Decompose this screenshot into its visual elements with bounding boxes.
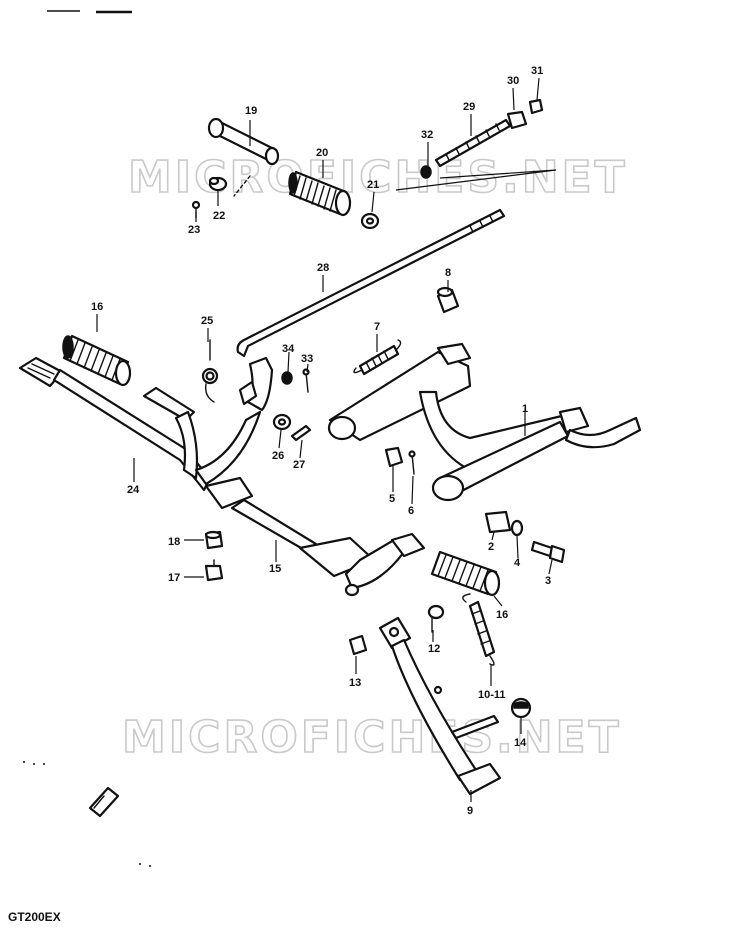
part-12-bolt (427, 604, 445, 633)
leader-lines (96, 77, 553, 802)
callout-labels: 19 20 21 22 23 29 30 31 32 28 8 7 16 25 … (91, 65, 551, 817)
part-22-clip (208, 176, 228, 192)
front-arrow-icon (88, 786, 120, 818)
part-13-nut (348, 634, 368, 656)
part-16-footrest-rubber-right (430, 550, 501, 597)
part-21-washer (360, 212, 380, 230)
part-17-bolt (204, 559, 224, 582)
callout-5: 5 (389, 493, 395, 505)
part-24-brake-pedal (18, 356, 212, 492)
callout-31: 31 (531, 65, 543, 77)
part-10-11-spring (462, 593, 496, 666)
callout-18: 18 (168, 536, 180, 548)
callout-7: 7 (374, 321, 380, 333)
callout-12: 12 (428, 643, 440, 655)
callout-3: 3 (545, 575, 551, 587)
callout-21: 21 (367, 179, 379, 191)
brake-arm (194, 356, 274, 486)
part-31-nut (528, 98, 544, 115)
part-7-spring (353, 339, 402, 376)
part-28-brake-rod (236, 208, 506, 358)
part-9-side-stand (378, 616, 502, 796)
part-34-nut (281, 371, 293, 385)
part-8-cap (436, 286, 460, 314)
part-15-footrest-bar (204, 476, 426, 597)
part-16-footrest-rubber-left (62, 334, 132, 387)
part-3-bolt (530, 540, 566, 564)
callout-32: 32 (421, 129, 433, 141)
callout-14: 14 (514, 737, 527, 749)
part-29-threaded-rod (434, 118, 512, 168)
callout-1: 1 (522, 403, 528, 415)
callout-15: 15 (269, 563, 281, 575)
callout-19: 19 (245, 105, 257, 117)
model-code: GT200EX (8, 910, 61, 924)
part-14-cap (510, 697, 532, 719)
callout-24: 24 (127, 484, 140, 496)
callout-30: 30 (507, 75, 519, 87)
watermark-bottom: MICROFICHES.NET (122, 712, 622, 763)
callout-16-right: 16 (496, 609, 508, 621)
part-2-collar (484, 510, 512, 534)
callout-4: 4 (514, 557, 521, 569)
part-27-bolt (290, 424, 312, 442)
part-33-pin (302, 368, 310, 393)
callout-8: 8 (445, 267, 451, 279)
callout-33: 33 (301, 353, 313, 365)
part-26-washer (272, 413, 292, 431)
callout-34: 34 (282, 343, 295, 355)
part-20-footrest-rubber (288, 170, 352, 217)
header-marks (47, 10, 132, 14)
callout-16-left: 16 (91, 301, 103, 313)
callout-9: 9 (467, 805, 473, 817)
callout-29: 29 (463, 101, 475, 113)
callout-6: 6 (408, 505, 414, 517)
part-19-pin (207, 117, 280, 197)
callout-2: 2 (488, 541, 494, 553)
stray-marks (23, 761, 151, 867)
callout-10-11: 10-11 (478, 689, 506, 701)
callout-27: 27 (293, 459, 305, 471)
part-30-joint (506, 110, 528, 130)
callout-26: 26 (272, 450, 284, 462)
callout-25: 25 (201, 315, 213, 327)
guide-lines (395, 169, 557, 191)
part-18-nut (204, 530, 224, 550)
callout-28: 28 (317, 262, 329, 274)
callout-20: 20 (316, 147, 328, 159)
part-1-center-stand (327, 342, 642, 502)
callout-22: 22 (213, 210, 225, 222)
part-6-pin (408, 450, 416, 475)
part-32-nut (420, 165, 432, 179)
part-5-nut (384, 446, 404, 468)
callout-23: 23 (188, 224, 200, 236)
part-25-spring (201, 339, 219, 403)
part-4-washer (510, 519, 524, 537)
watermark-top: MICROFICHES.NET (128, 152, 628, 203)
callout-13: 13 (349, 677, 361, 689)
callout-17: 17 (168, 572, 180, 584)
